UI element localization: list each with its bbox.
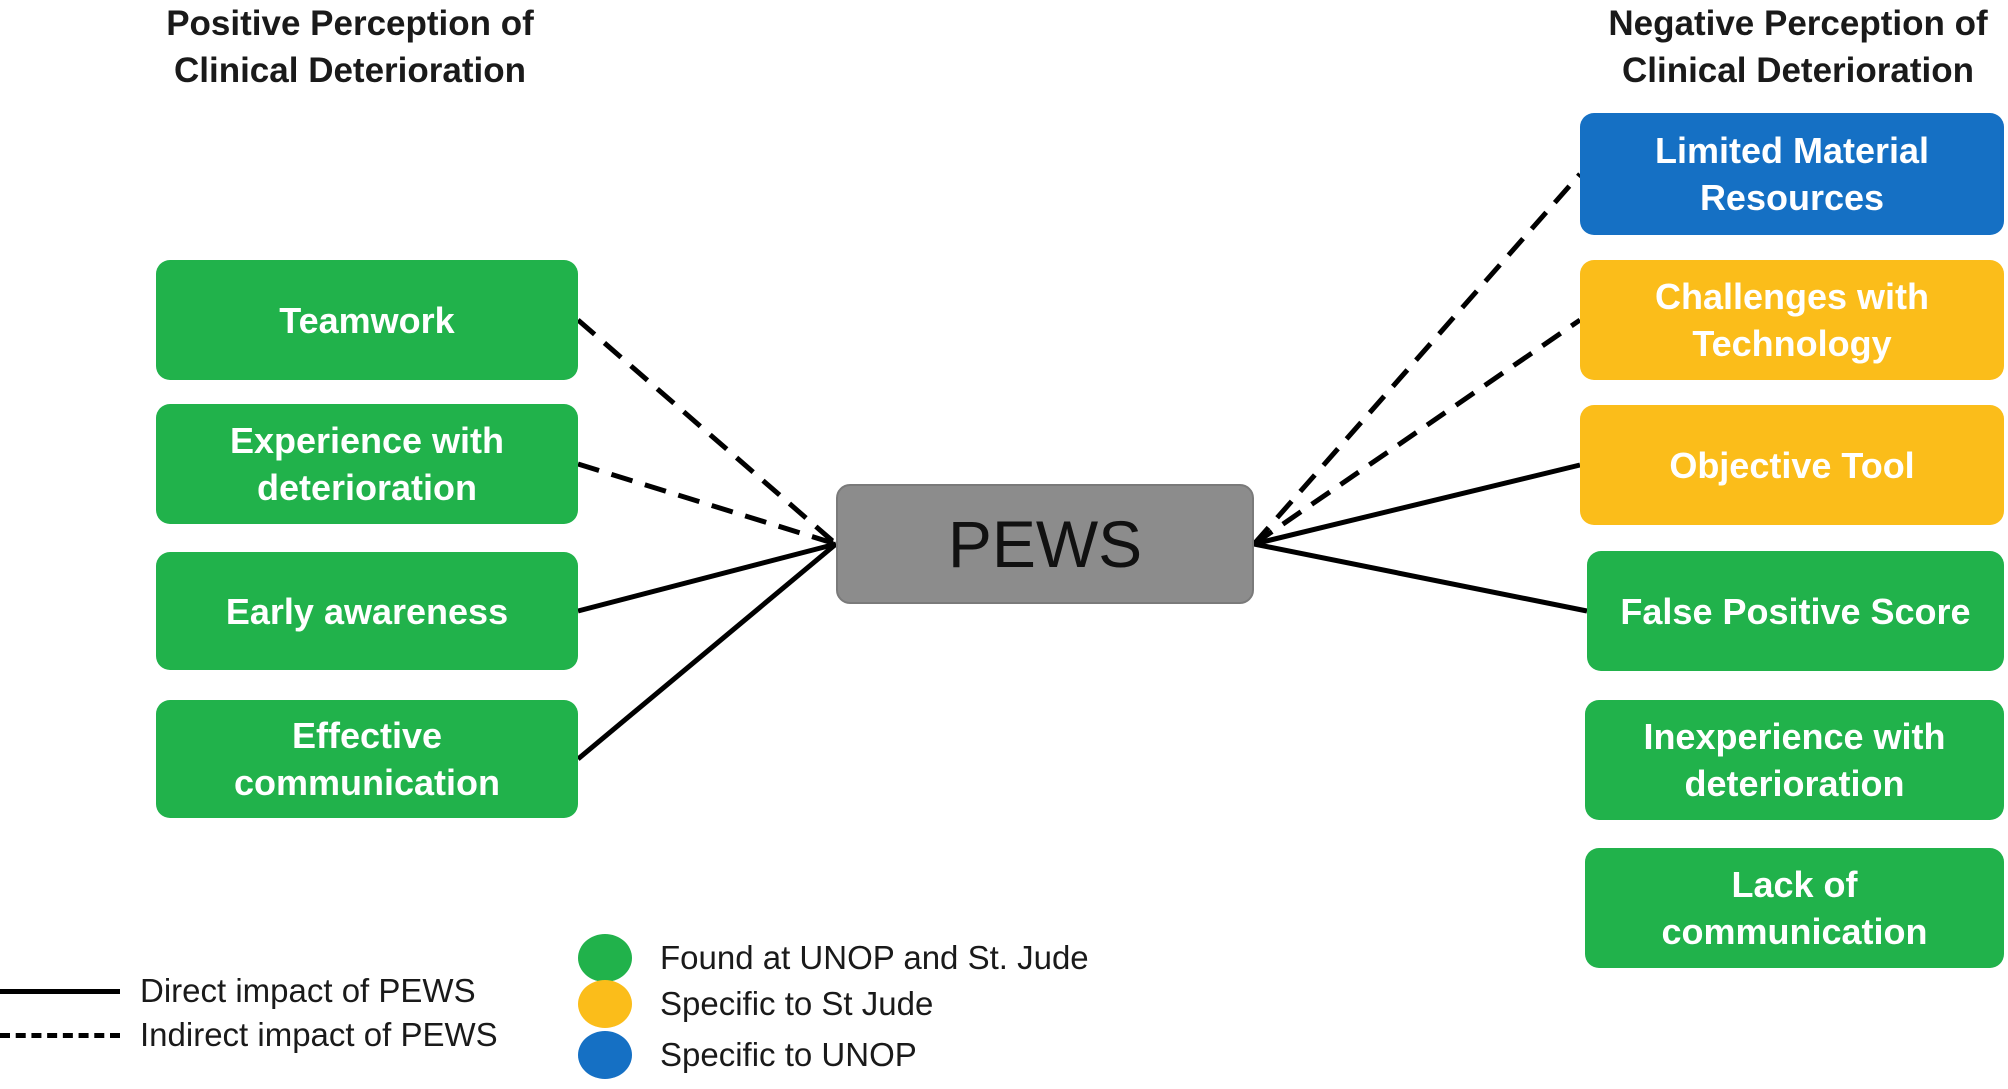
- positive-box-label: Experience with deterioration: [229, 420, 505, 508]
- legend-solid-line: [0, 988, 120, 994]
- legend-unop-label: Specific to UNOP: [660, 1036, 917, 1073]
- legend-both-label: Found at UNOP and St. Jude: [660, 939, 1089, 976]
- positive-box-label: Early awareness: [225, 590, 509, 632]
- legend-blue-dot: [578, 1031, 632, 1079]
- negative-box-false-positive: False Positive Score: [1587, 551, 2004, 671]
- connector-negative-3-direct: [1253, 541, 1588, 614]
- negative-box-label: Limited Material Resources: [1654, 130, 1930, 218]
- negative-box-label: Challenges with Technology: [1654, 276, 1930, 364]
- legend-both-sites: Found at UNOP and St. Jude: [578, 934, 1089, 982]
- pews-center-label: PEWS: [947, 507, 1143, 581]
- positive-box-experience: Experience with deterioration: [156, 404, 578, 524]
- negative-box-limited-resources: Limited Material Resources: [1580, 113, 2004, 235]
- connector-negative-2-direct: [1253, 462, 1581, 547]
- positive-box-label: Effective communication: [233, 715, 501, 803]
- legend-yellow-dot: [578, 980, 632, 1028]
- legend-indirect-label: Indirect impact of PEWS: [140, 1016, 498, 1053]
- legend-unop: Specific to UNOP: [578, 1031, 917, 1079]
- negative-box-objective-tool: Objective Tool: [1580, 405, 2004, 525]
- negative-box-lack-communication: Lack of communication: [1585, 848, 2004, 968]
- legend-st-jude: Specific to St Jude: [578, 980, 933, 1028]
- legend-indirect-impact: Indirect impact of PEWS: [0, 1016, 498, 1054]
- connector-negative-0-indirect: [1252, 172, 1582, 546]
- negative-box-label: False Positive Score: [1620, 590, 1971, 632]
- negative-box-label: Inexperience with deterioration: [1643, 716, 1946, 804]
- negative-box-technology-challenges: Challenges with Technology: [1580, 260, 2004, 380]
- connector-positive-0-indirect: [576, 318, 838, 546]
- positive-box-effective-communication: Effective communication: [156, 700, 578, 818]
- negative-box-label: Lack of communication: [1661, 864, 1928, 952]
- connector-positive-1-indirect: [577, 461, 837, 547]
- positive-box-label: Teamwork: [279, 299, 455, 341]
- legend-direct-impact: Direct impact of PEWS: [0, 972, 476, 1010]
- negative-box-label: Objective Tool: [1669, 444, 1915, 486]
- connector-negative-1-indirect: [1252, 317, 1582, 547]
- pews-center-node: PEWS: [836, 484, 1254, 604]
- legend-dashed-line: [0, 1032, 120, 1038]
- connector-positive-2-direct: [577, 541, 837, 614]
- legend-green-dot: [578, 934, 632, 982]
- legend-direct-label: Direct impact of PEWS: [140, 972, 476, 1009]
- positive-box-early-awareness: Early awareness: [156, 552, 578, 670]
- negative-perception-heading: Negative Perception of Clinical Deterior…: [1608, 4, 1988, 90]
- negative-box-inexperience: Inexperience with deterioration: [1585, 700, 2004, 820]
- connector-positive-3-direct: [576, 542, 838, 761]
- positive-box-teamwork: Teamwork: [156, 260, 578, 380]
- legend-st-jude-label: Specific to St Jude: [660, 985, 934, 1022]
- positive-perception-heading: Positive Perception of Clinical Deterior…: [166, 4, 534, 90]
